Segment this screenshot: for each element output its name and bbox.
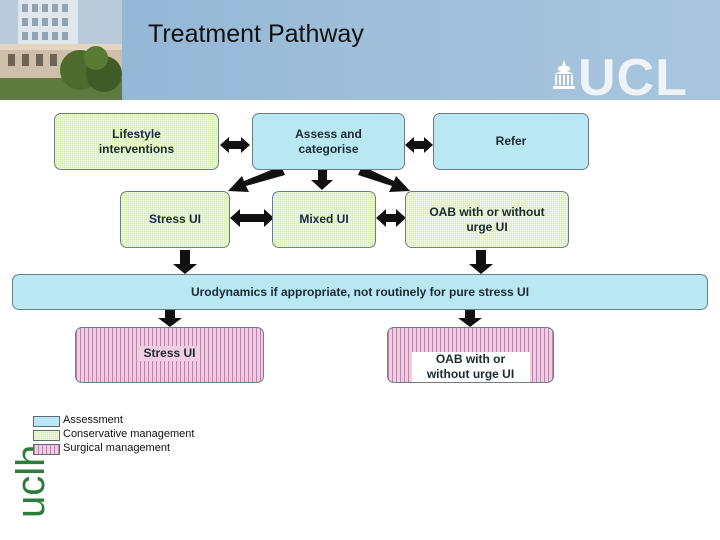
box-assess-label: Assess and categorise	[295, 126, 362, 156]
portico-icon	[553, 60, 575, 95]
box-urodynamics: Urodynamics if appropriate, not routinel…	[12, 274, 708, 310]
arrow-stress-mixed	[230, 209, 274, 227]
box-urodynamics-label: Urodynamics if appropriate, not routinel…	[190, 284, 530, 299]
uclh-logo-text: uclh	[14, 445, 53, 518]
legend-label-surgical: Surgical management	[63, 442, 171, 454]
arrow-stress-urodynamics	[173, 250, 197, 274]
building-photo	[0, 0, 122, 100]
box-oab-bottom: OAB with or without urge UI	[387, 327, 554, 383]
arrow-lifestyle-assess	[220, 137, 250, 153]
legend-swatch-surgical	[33, 444, 60, 455]
ucl-logo: UCL	[578, 49, 688, 107]
box-lifestyle-interventions: Lifestyle interventions	[54, 113, 219, 170]
box-lifestyle-label: Lifestyle interventions	[98, 126, 175, 156]
slide-title: Treatment Pathway	[148, 20, 364, 48]
arrow-urodynamics-stress	[158, 310, 182, 327]
box-refer-label: Refer	[495, 134, 527, 148]
arrow-to-oab	[358, 166, 410, 192]
box-stress-ui-top: Stress UI	[120, 191, 230, 248]
box-stress-ui-bottom-label: Stress UI	[139, 346, 200, 361]
box-assess-categorise: Assess and categorise	[252, 113, 405, 170]
arrow-to-mixed	[311, 168, 333, 190]
arrow-to-stress	[228, 166, 285, 192]
box-refer: Refer	[433, 113, 589, 170]
arrow-oab-urodynamics	[469, 250, 493, 274]
legend-label-conservative: Conservative management	[63, 428, 195, 440]
arrow-assess-refer	[405, 137, 433, 153]
legend-swatch-conservative	[33, 430, 60, 441]
box-mixed-ui: Mixed UI	[272, 191, 376, 248]
box-mixed-ui-label: Mixed UI	[299, 212, 349, 226]
legend-label-assessment: Assessment	[63, 414, 123, 426]
box-stress-ui-bottom: Stress UI	[75, 327, 264, 383]
arrow-mixed-oab	[376, 209, 406, 227]
box-oab-top-label: OAB with or without urge UI	[429, 204, 545, 234]
uclh-logo: uclh	[9, 410, 54, 520]
box-stress-ui-top-label: Stress UI	[148, 212, 202, 226]
box-oab-bottom-label: OAB with or without urge UI	[411, 352, 530, 382]
arrow-urodynamics-oab	[458, 310, 482, 327]
legend-swatch-assessment	[33, 416, 60, 427]
box-oab-top: OAB with or without urge UI	[405, 191, 569, 248]
